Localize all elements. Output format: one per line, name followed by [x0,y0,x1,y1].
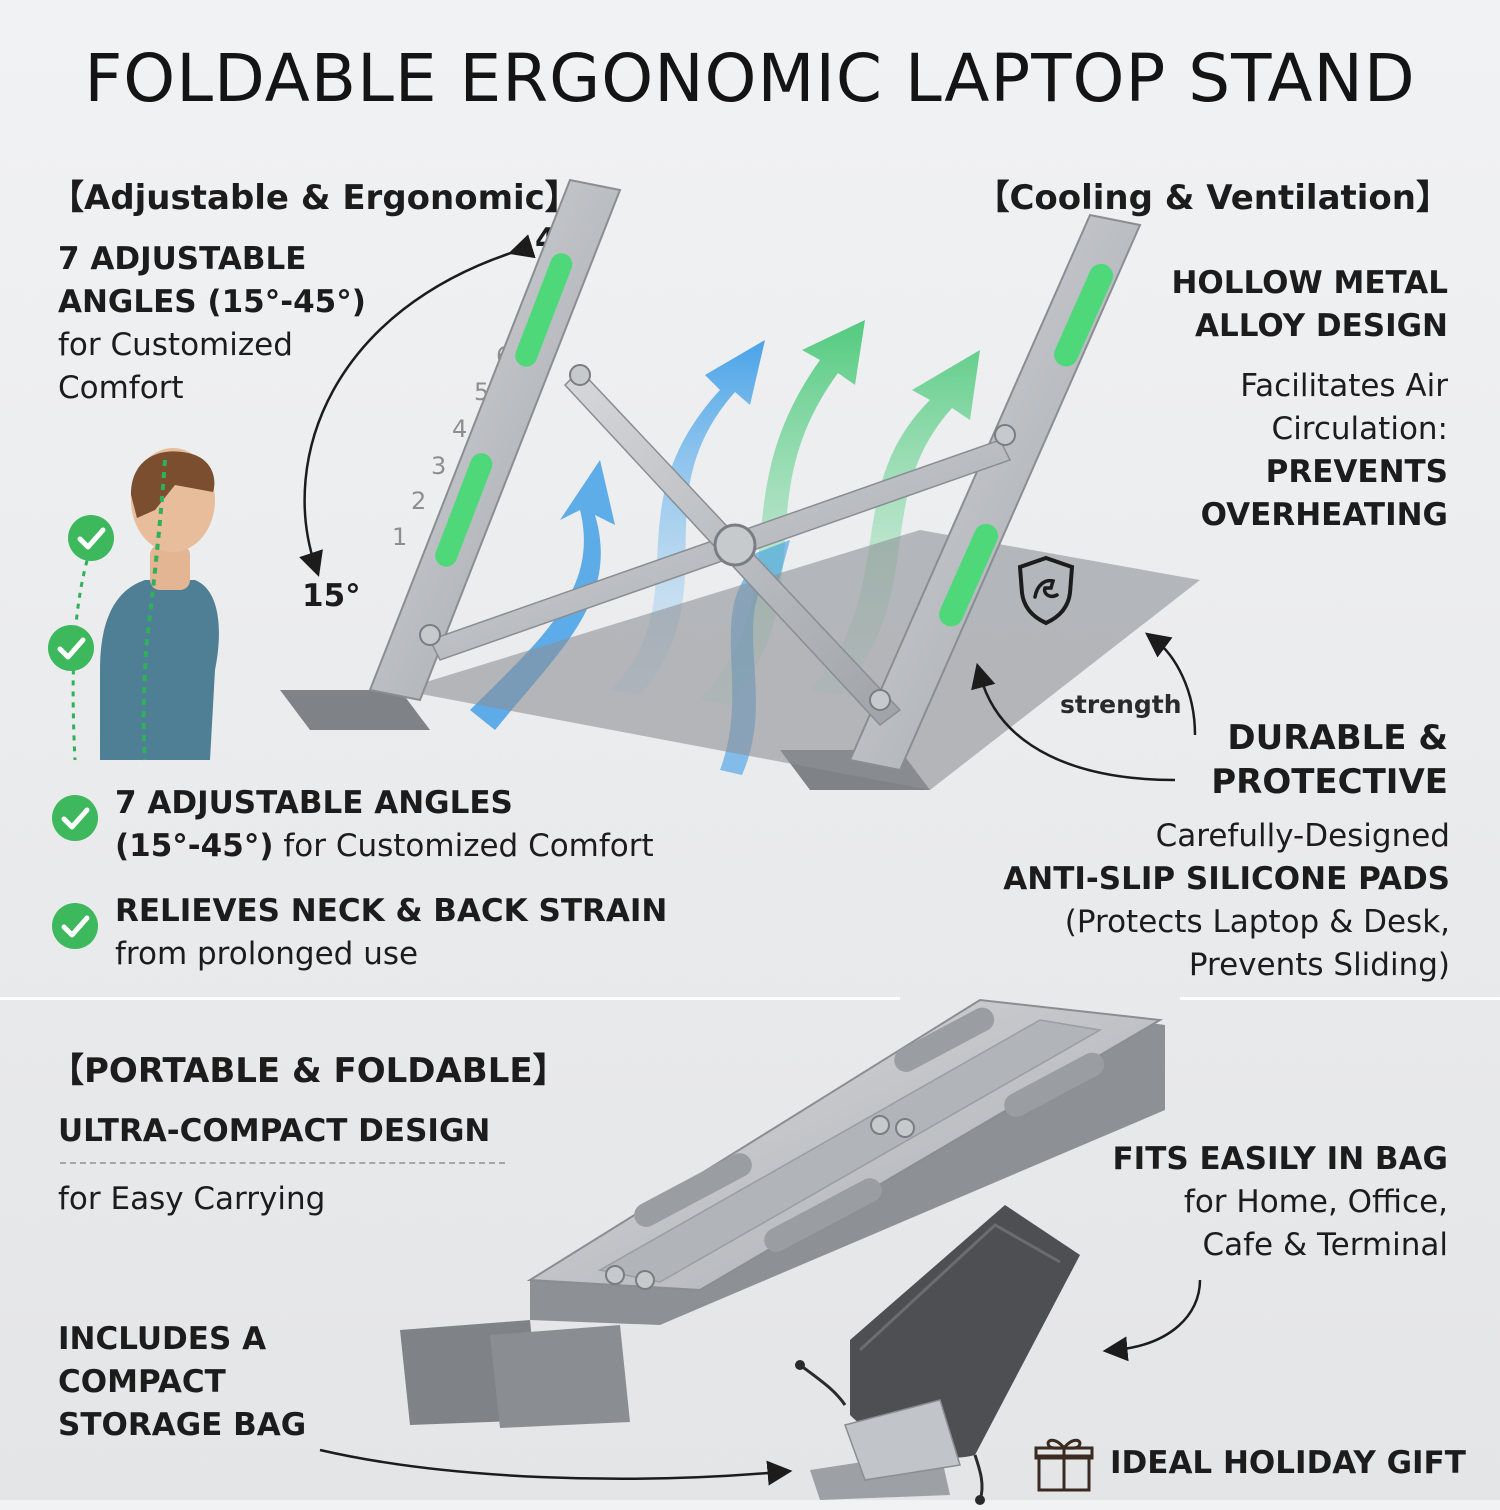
feature-angles-title: 7 ADJUSTABLE ANGLES [115,785,513,821]
bag-arrow-icon [319,1448,793,1486]
cooling-section-header: 【Cooling & Ventilation】 [975,178,1450,218]
section-divider [0,997,900,1000]
feature-angles: 7 ADJUSTABLE ANGLES (15°-45°) for Custom… [115,782,715,868]
angle-tick: 4 [452,415,468,443]
angle-tick: 1 [392,523,408,551]
hollow-design-line-1: HOLLOW METAL [1171,265,1448,301]
gift-icon [1034,1438,1094,1492]
section-divider [1180,997,1500,1000]
strength-arrows-icon [971,632,1197,782]
angle-tick: 3 [431,452,447,480]
storage-bag-illustration [795,1205,1080,1505]
durable-line-2: PROTECTIVE [1211,762,1448,802]
posture-check-icon [48,625,94,671]
prevents-line-2: OVERHEATING [1200,497,1448,533]
angles-intro: 7 ADJUSTABLE ANGLES (15°-45°) for Custom… [58,238,366,410]
hollow-design: HOLLOW METAL ALLOY DESIGN [1048,262,1448,348]
portable-section-header: 【PORTABLE & FOLDABLE】 [50,1051,567,1091]
feature-check-icon [52,795,98,841]
laptop-stand-folded-illustration [400,998,1165,1428]
feature-angles-range: (15°-45°) [115,828,274,864]
durable-line-1: DURABLE & [1227,718,1448,758]
laptop-stand-open-illustration [280,178,1200,790]
fits-line-1: FITS EASILY IN BAG [1112,1141,1448,1177]
pads-line-4: Prevents Sliding) [1188,947,1450,983]
air-circulation: Facilitates Air Circulation: PREVENTS OV… [1048,365,1448,537]
angle-arc-icon [299,234,536,577]
angles-intro-line-1: 7 ADJUSTABLE [58,241,307,277]
air-circulation-line-1: Facilitates Air [1240,368,1448,404]
bag-line-2: COMPACT [58,1364,226,1400]
posture-person-illustration [71,448,219,761]
compact-underline [60,1162,505,1164]
bag-line-1: INCLUDES A [58,1321,267,1357]
angle-tick: 2 [411,487,427,515]
fits-arrow-icon [1102,1279,1202,1362]
strength-label: strength [1060,690,1182,719]
fits-line-2: for Home, Office, [1183,1184,1448,1220]
page-title: FOLDABLE ERGONOMIC LAPTOP STAND [84,40,1416,117]
fits-in-bag: FITS EASILY IN BAG for Home, Office, Caf… [1028,1138,1448,1267]
pads-line-3: (Protects Laptop & Desk, [1064,904,1450,940]
pads-line-1: Carefully-Designed [1155,818,1450,854]
feature-strain: RELIEVES NECK & BACK STRAIN from prolong… [115,890,715,976]
fits-line-3: Cafe & Terminal [1202,1227,1448,1263]
feature-strain-title: RELIEVES NECK & BACK STRAIN [115,893,668,929]
prevents-line-1: PREVENTS [1265,454,1448,490]
angles-intro-line-4: Comfort [58,370,184,406]
air-circulation-line-2: Circulation: [1271,411,1448,447]
shield-icon [1017,555,1075,626]
hollow-design-line-2: ALLOY DESIGN [1194,308,1448,344]
silicone-pads: Carefully-Designed ANTI-SLIP SILICONE PA… [890,815,1450,987]
adjustable-section-header: 【Adjustable & Ergonomic】 [50,178,579,218]
angle-min-label: 15° [302,578,361,614]
holiday-gift-label: IDEAL HOLIDAY GIFT [1110,1445,1466,1481]
compact-design-label: ULTRA-COMPACT DESIGN [58,1113,491,1149]
storage-bag-note: INCLUDES A COMPACT STORAGE BAG [58,1318,306,1447]
bag-line-3: STORAGE BAG [58,1407,307,1443]
posture-check-icon [68,515,114,561]
feature-angles-text: for Customized Comfort [273,828,654,864]
easy-carry-label: for Easy Carrying [58,1181,326,1217]
feature-check-icon [52,903,98,949]
durable-protective: DURABLE & PROTECTIVE [1048,716,1448,804]
pads-line-2: ANTI-SLIP SILICONE PADS [1003,861,1450,897]
angles-intro-line-3: for Customized [58,327,293,363]
feature-strain-text: from prolonged use [115,936,419,972]
